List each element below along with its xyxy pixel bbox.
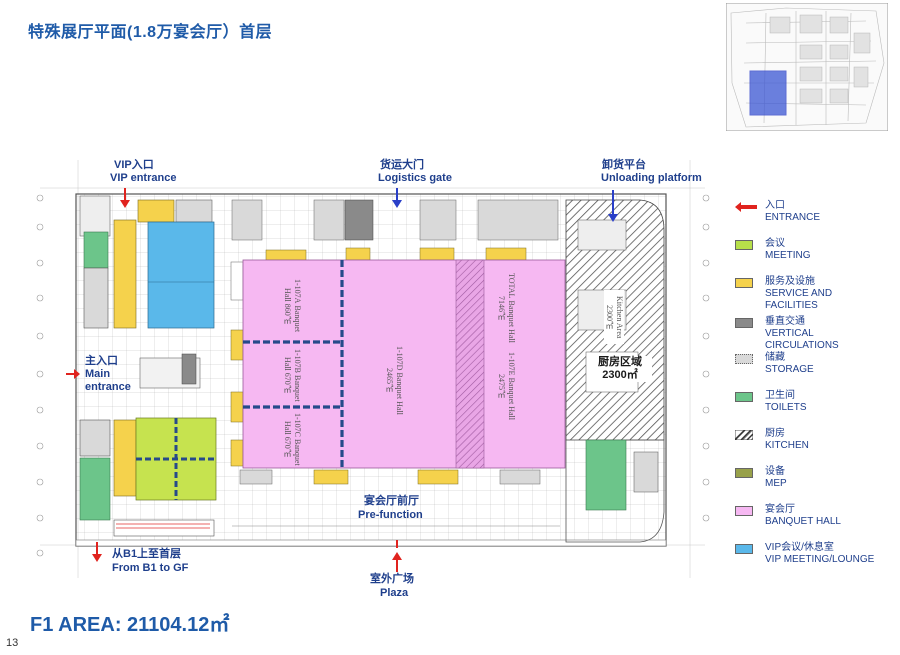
plaza-label-cn: 室外广场 — [370, 573, 414, 585]
room-1-107d-area: 2465㎡ — [385, 368, 394, 392]
kitchen-zone-area: 2300㎡ — [588, 369, 652, 382]
logistics-gate-label-cn: 货运大门 — [380, 159, 424, 171]
site-thumbnail — [726, 3, 888, 131]
room-1-107a-area: 860㎡ — [283, 303, 292, 324]
room-1-107c-id: 1-107C — [293, 412, 302, 437]
legend-vip-en: VIP MEETING/LOUNGE — [765, 554, 875, 565]
plaza-label-en: Plaza — [380, 587, 409, 599]
legend-service-cn: 服务及设施 — [765, 276, 815, 287]
room-kitchen-area: 2300㎡ — [605, 305, 614, 329]
room-1-107a-id: 1-107A — [293, 279, 302, 304]
vip-swatch — [735, 544, 753, 554]
vertical-swatch — [735, 318, 753, 328]
legend-storage-en: STORAGE — [765, 364, 814, 375]
vip-entrance-label-en: VIP entrance — [110, 172, 177, 184]
legend-service-en: SERVICE AND FACILITIES — [765, 288, 833, 311]
legend-toilets-cn: 卫生间 — [765, 390, 795, 401]
legend-vertical-cn: 垂直交通 — [765, 316, 805, 327]
legend-meeting-en: MEETING — [765, 250, 811, 261]
page-title: 特殊展厅平面(1.8万宴会厅）首层 — [28, 24, 273, 41]
legend-meeting-cn: 会议 — [765, 238, 785, 249]
room-1-107e-area: 2475㎡ — [497, 374, 506, 398]
legend-mep-en: MEP — [765, 478, 787, 489]
prefunction-label-en: Pre-function — [358, 509, 423, 521]
room-1-107b-name: Banquet Hall — [283, 357, 302, 402]
legend-banquet-cn: 宴会厅 — [765, 504, 795, 515]
legend-banquet-en: BANQUET HALL — [765, 516, 841, 527]
legend-vertical-en: VERTICAL CIRCULATIONS — [765, 328, 839, 351]
service-swatch — [735, 278, 753, 288]
banquet-swatch — [735, 506, 753, 516]
b1-to-gf-label-cn: 从B1上至首层 — [112, 548, 182, 560]
room-1-107b: 1-107B Banquet Hall 670㎡ — [282, 346, 302, 404]
main-entrance-label-en1: Main — [85, 368, 111, 380]
main-entrance-label-cn: 主入口 — [85, 355, 118, 367]
room-1-107b-id: 1-107B — [293, 348, 302, 373]
room-1-107c-name: Banquet Hall — [283, 421, 302, 466]
room-total: TOTAL Banquet Hall 7146㎡ — [496, 270, 516, 346]
page-number: 13 — [6, 637, 19, 649]
vip-entrance-label-cn: VIP入口 — [114, 159, 154, 171]
unloading-platform-label-en: Unloading platform — [601, 172, 702, 184]
legend-toilets-en: TOILETS — [765, 402, 807, 413]
room-1-107a: 1-107A Banquet Hall 860㎡ — [282, 276, 302, 336]
storage-swatch — [735, 354, 753, 364]
room-1-107a-name: Banquet Hall — [283, 288, 302, 333]
entrance-arrow-icon — [735, 202, 757, 212]
legend-kitchen-en: KITCHEN — [765, 440, 809, 451]
room-1-107b-area: 670㎡ — [283, 372, 292, 393]
legend-entrance-en: ENTRANCE — [765, 212, 821, 223]
floor-area-total: F1 AREA: 21104.12㎡ — [30, 614, 230, 636]
room-1-107e-id: 1-107E — [507, 352, 516, 376]
room-kitchen-id: Kitchen Area — [615, 295, 624, 339]
room-1-107e: 1-107E Banquet Hall 2475㎡ — [496, 346, 516, 426]
kitchen-zone-label-cn: 厨房区域 — [588, 356, 652, 369]
prefunction-label-cn: 宴会厅前厅 — [364, 495, 419, 507]
room-1-107c: 1-107C Banquet Hall 670㎡ — [282, 412, 302, 466]
room-1-107e-name: Banquet Hall — [507, 377, 516, 420]
legend-entrance-cn: 入口 — [765, 200, 785, 211]
room-1-107c-area: 670㎡ — [283, 436, 292, 457]
legend-storage-cn: 储藏 — [765, 352, 785, 363]
b1-to-gf-label-en: From B1 to GF — [112, 562, 189, 574]
legend-mep-cn: 设备 — [765, 466, 785, 477]
main-entrance-label-en2: entrance — [85, 381, 131, 393]
meeting-swatch — [735, 240, 753, 250]
entrance-arrows — [66, 188, 402, 572]
room-total-id: TOTAL — [507, 273, 516, 299]
mep-swatch — [735, 468, 753, 478]
logistics-gate-label-en: Logistics gate — [378, 172, 452, 184]
unloading-platform-label-cn: 卸货平台 — [602, 159, 646, 171]
room-total-name: Banquet Hall — [507, 300, 516, 343]
room-total-area: 7146㎡ — [497, 296, 506, 320]
kitchen-swatch — [735, 430, 753, 440]
room-1-107d: 1-107D Banquet Hall 2465㎡ — [384, 340, 404, 420]
room-1-107d-name: Banquet Hall — [395, 372, 404, 415]
room-1-107d-id: 1-107D — [395, 345, 404, 370]
legend-vip-cn: VIP会议/休息室 — [765, 542, 834, 553]
legend-kitchen-cn: 厨房 — [765, 428, 785, 439]
room-kitchen: Kitchen Area 2300㎡ — [604, 290, 624, 344]
toilets-swatch — [735, 392, 753, 402]
